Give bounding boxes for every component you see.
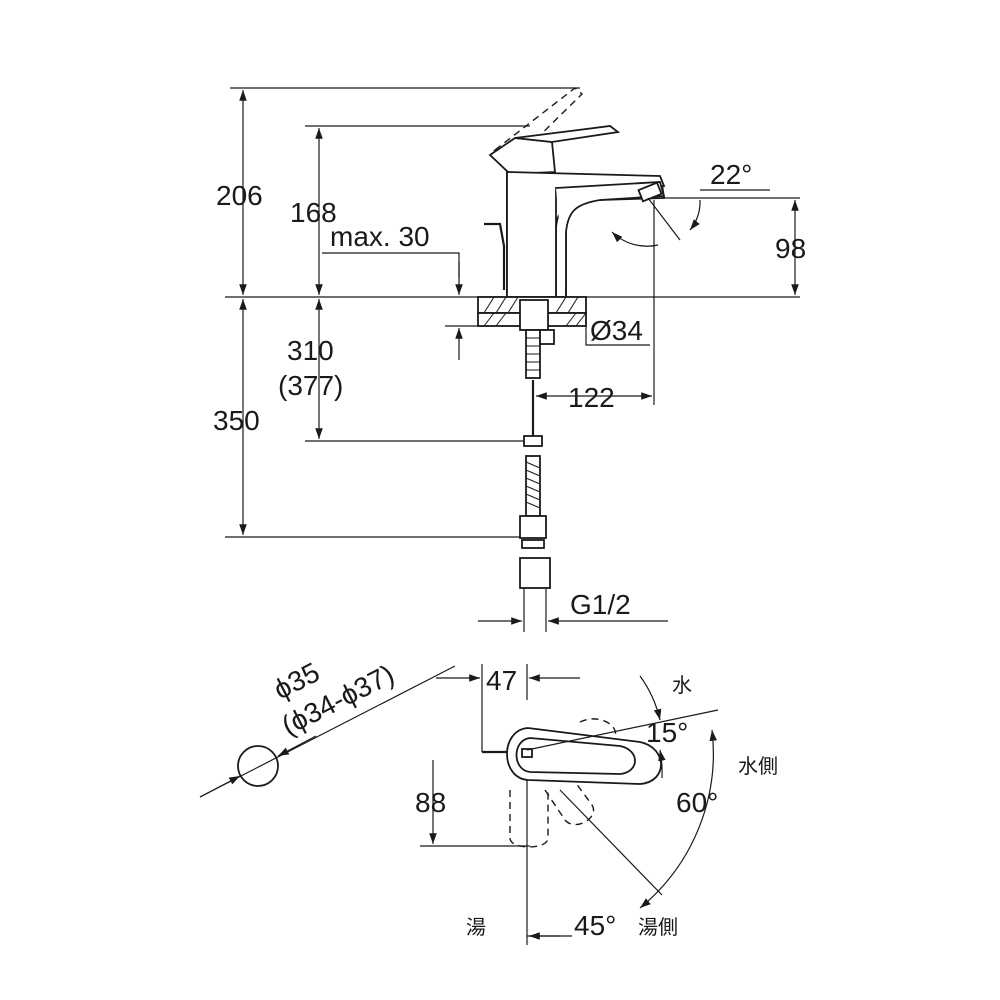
hot-angle-ray [559,789,663,896]
lever-handle [514,125,621,143]
dim-168-label: 168 [290,197,337,228]
side-elevation: 206 168 max. 30 22° 98 [213,87,806,632]
dim-88-label: 88 [415,787,446,818]
lever-raised-outline [492,87,584,151]
stud-threads [526,337,540,371]
dim-310-label: 310 [287,335,334,366]
max30-leader [322,252,460,278]
dim-377-label: (377) [278,370,343,401]
dim-98-label: 98 [775,233,806,264]
rotation-angle-label: 60° [676,787,718,818]
pipe-arrow-right [277,735,317,757]
hose-collar [521,539,545,549]
pipe-leader-line [199,665,456,798]
hot-side-label: 湯側 [638,915,678,939]
hot-angle-label: 45° [574,910,616,941]
dim-206-label: 206 [216,180,263,211]
spout-angle-arc-right [689,199,701,231]
top-view: 47 88 15° 60° 45° 水 水側 湯 湯側 [415,664,778,945]
rotation-arc [639,729,718,909]
dim-47-label: 47 [486,665,517,696]
braid-pattern [525,461,541,509]
hose-nut [519,557,551,589]
handle-45-position [544,774,595,826]
pipe-circle [237,745,279,787]
deck-hatching [483,296,587,327]
mounting-nut [519,299,549,331]
hose-ferrule [519,515,547,539]
pipe-section-view: ϕ35 (ϕ34-ϕ37) [199,656,456,798]
hose-coupling [523,435,543,447]
cold-side-label: 水側 [738,754,778,778]
cold-label: 水 [672,673,692,697]
handle-hot-position [509,790,549,848]
cold-angle-ray [526,709,719,751]
cold-angle-label: 15° [646,717,688,748]
hot-label: 湯 [466,915,486,939]
popup-rod [484,222,506,290]
lever-base [488,137,556,175]
cold-angle-arc [639,675,662,721]
lever-inner [515,737,636,775]
aerator [637,181,663,203]
spout-angle-label: 22° [710,159,752,190]
stud-nut [539,329,555,345]
pipe-arrow-left [199,775,241,798]
hole-diameter-label: Ø34 [590,315,643,346]
lever-marker [521,748,533,758]
max30-label: max. 30 [330,221,430,252]
handle-cold-position [579,718,617,743]
dim-350-label: 350 [213,405,260,436]
thread-label: G1/2 [570,589,631,620]
spout-angle-ray [647,197,681,241]
hole-diameter-leader [585,312,650,346]
spout-angle-arc-left [611,231,659,247]
dim-122-label: 122 [568,382,615,413]
